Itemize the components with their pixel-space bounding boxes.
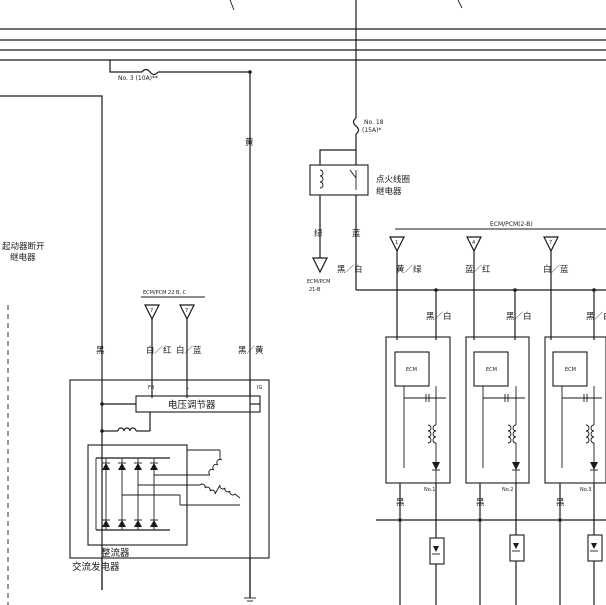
rectifier-label: 整流器 [101,547,130,559]
fuse-no18-rating: (15A)* [362,127,381,134]
starter-relay-label-1: 起动器断开 [2,241,45,252]
ignition-relay-wire-blue: 蓝 [352,228,361,239]
wire-white-red: 白／红 [146,345,172,356]
ignition-relay-wire-green: 绿 [314,228,323,239]
coil-no2-label: No.2 [502,487,513,493]
spark-plug-3 [587,483,603,605]
starter-relay-label-2: 继电器 [10,252,36,263]
pin-left: 7 [150,308,153,314]
wire-white-blue-left: 白／蓝 [176,345,202,356]
coil-no3-label: No.3 [580,487,591,493]
ignition-coil-relay [309,164,369,290]
ignition-coil-module-1 [385,336,451,484]
wire-black-white-1: 黑／白 [337,264,363,275]
voltage-regulator-label: 电压调节器 [168,399,216,411]
wire-blue-red: 蓝／红 [465,264,491,275]
alternator-label: 交流发电器 [72,561,120,573]
coil-power-bus [356,288,606,340]
wire-bw-c3: 黑／白 [586,311,606,322]
spark-plug-1 [429,483,445,605]
pin-c1: 1 [395,240,398,246]
wire-black-c1: 黑 [396,498,405,508]
ecm-22bc-header: ECM/PCM 22 B, C [143,290,187,296]
field-coil [100,412,151,433]
wire-bw-c1: 黑／白 [426,311,452,322]
ecm-c2: ECM [486,367,497,373]
fuse-no3-branch [0,60,252,598]
wire-black-yellow: 黑／黄 [238,345,264,356]
wire-white-blue-right: 白／蓝 [543,264,569,275]
rectifier-diode-bridge [95,457,210,531]
wire-black-c2: 黑 [476,498,485,508]
pin-c2: 4 [472,240,475,246]
fuse-no3-label: No. 3 (10A)** [118,75,158,82]
ignition-coil-module-3 [544,336,606,484]
terminal-fr: FR [148,385,155,391]
coil-ground-bus [376,483,606,605]
wire-yellow-green: 黄／绿 [396,264,422,275]
fuse-no18-branch [319,0,360,165]
alternator-housing [69,379,270,559]
wire-bw-c2: 黑／白 [506,311,532,322]
ecm-pin-21b [312,257,328,274]
fuse-no18-label: No. 18 [364,119,384,126]
ignition-coil-module-2 [465,336,530,484]
rectifier-box [87,444,188,546]
pin-right: 7 [185,308,188,314]
ecm-2b-header: ECM/PCM(2-B) [490,221,533,228]
terminal-ig: IG [257,385,262,391]
ecm-c1: ECM [406,367,417,373]
ignition-relay-label-1: 点火线圈 [376,174,410,185]
coil-no1-label: No.1 [424,487,435,493]
wire-black-c3: 黑 [556,498,565,508]
ignition-relay-label-2: 继电器 [376,186,402,197]
ecm-c3: ECM [565,367,576,373]
alternator-ecm-pins [144,304,195,398]
pin-c3: 7 [549,240,552,246]
wire-yellow-label: 黄 [245,137,254,148]
terminal-l: L [186,385,189,391]
spark-plug-2 [509,483,525,605]
stator-windings [179,449,241,506]
ecm-21b-label-1: ECM/PCM [307,279,330,285]
wire-black-left: 黑 [96,346,105,356]
ecm-input-pins [389,236,559,340]
top-bus-lines [0,0,606,61]
ecm-21b-label-2: 21-B [309,287,321,293]
